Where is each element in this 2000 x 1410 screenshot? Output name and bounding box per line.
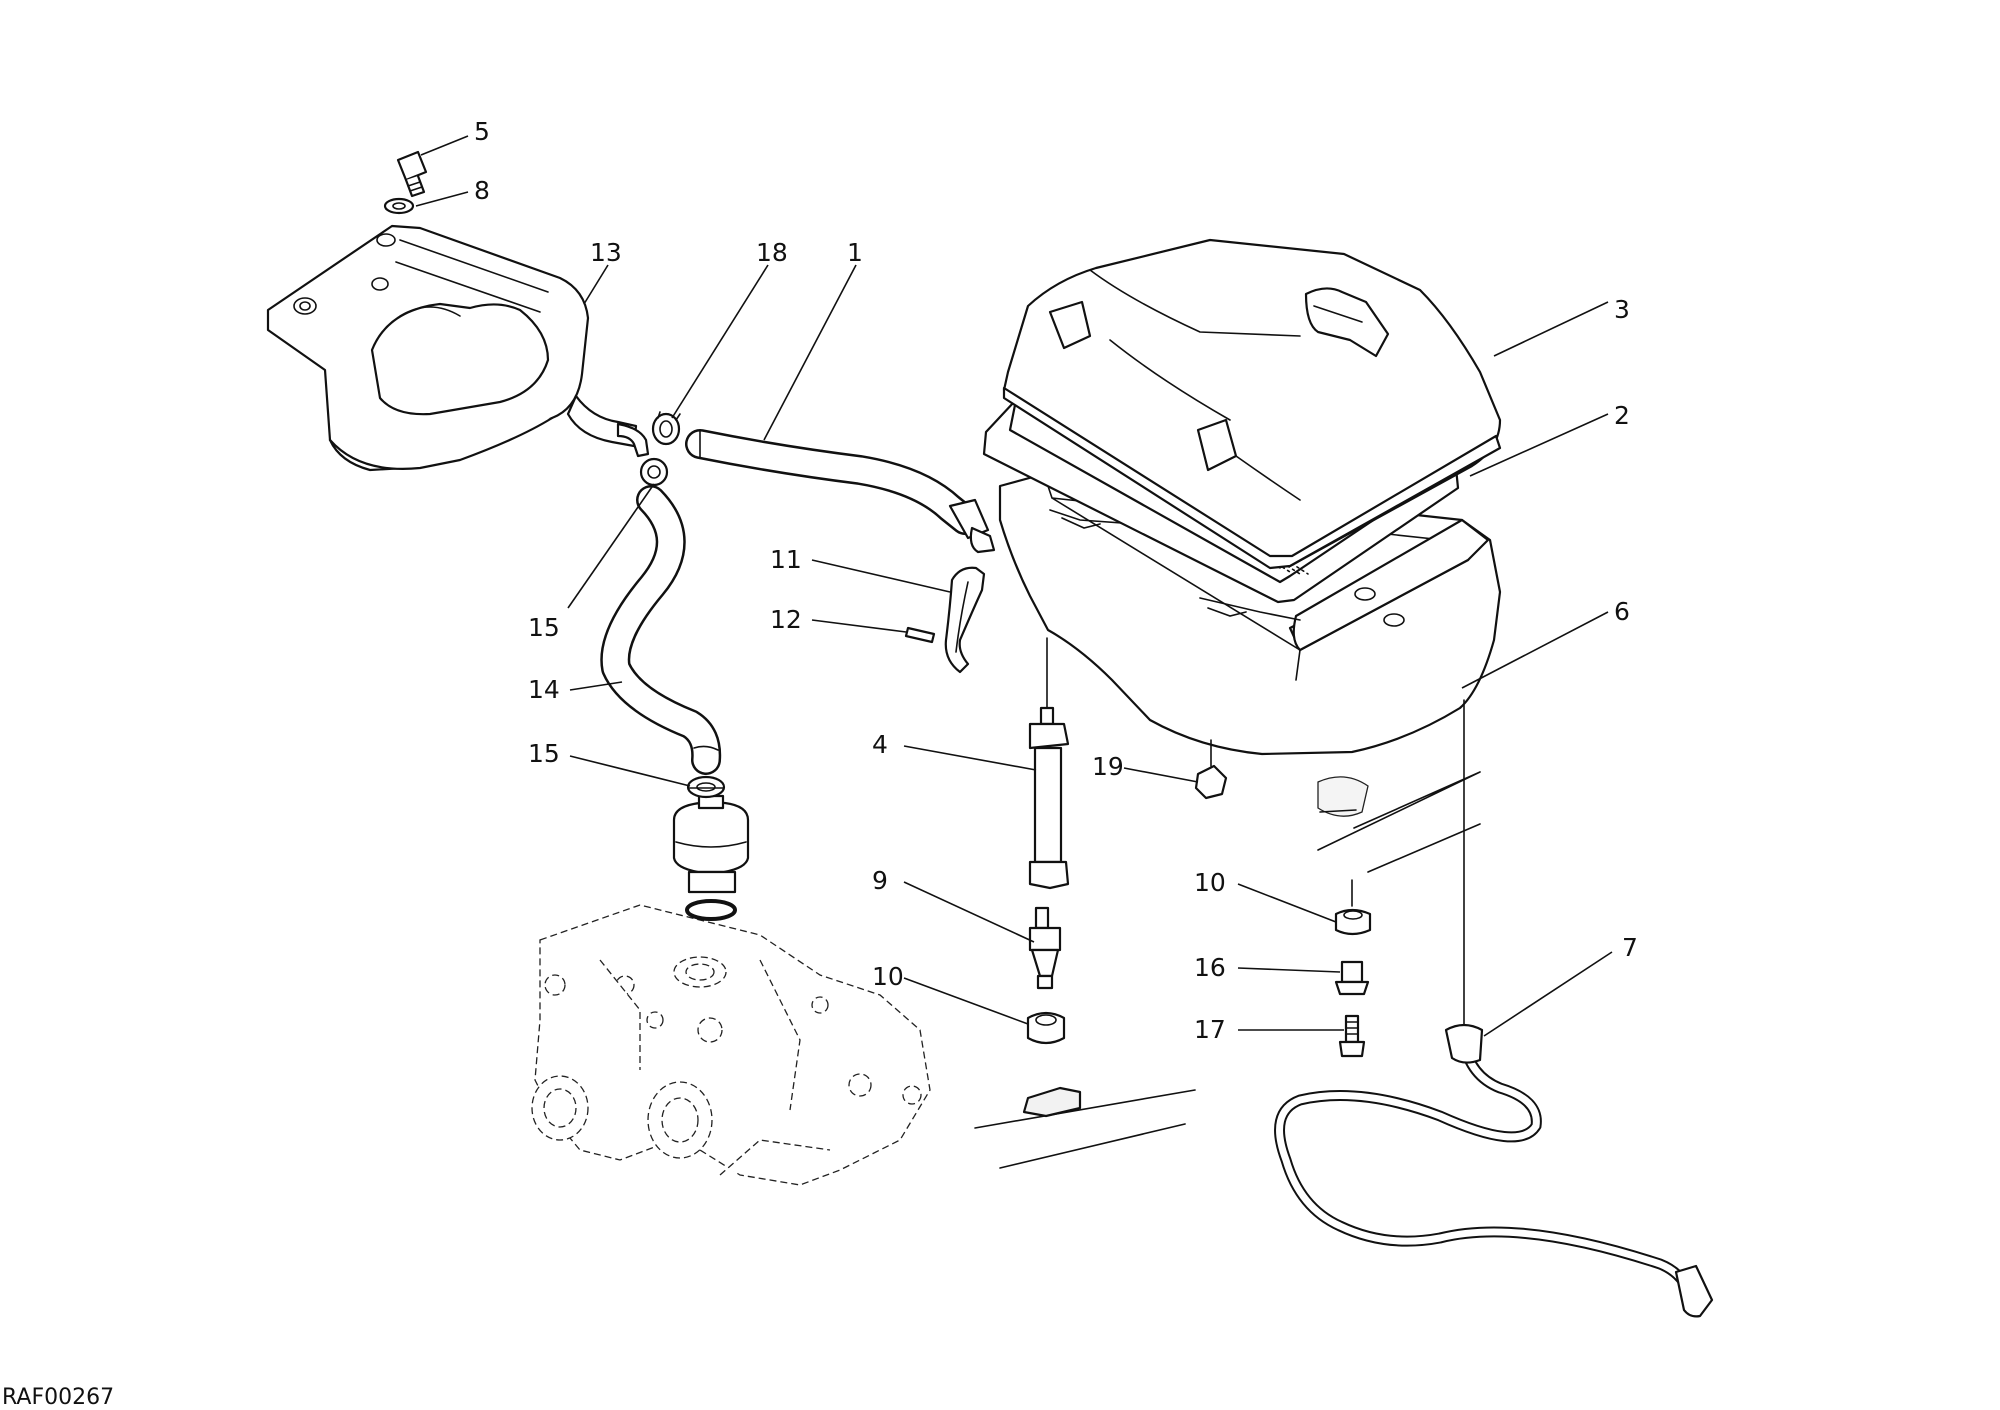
callout-5: 5 xyxy=(474,117,490,146)
callout-3: 3 xyxy=(1614,295,1630,324)
callout-9: 9 xyxy=(872,866,888,895)
oil-breather-tank xyxy=(266,224,638,472)
washer xyxy=(383,197,415,215)
screw xyxy=(1338,1014,1366,1058)
grommet-left xyxy=(1026,1011,1066,1045)
drain-tube xyxy=(1274,699,1714,1318)
frame-ghost-lines xyxy=(974,771,1481,1169)
callout-10-right: 10 xyxy=(1194,868,1226,897)
retaining-pin xyxy=(904,626,936,644)
callout-7: 7 xyxy=(1622,933,1638,962)
o-ring xyxy=(685,899,737,921)
callout-19: 19 xyxy=(1092,752,1124,781)
callout-10-left: 10 xyxy=(872,962,904,991)
airbox-breather-hose xyxy=(685,429,980,535)
breather-valve-body xyxy=(672,794,750,894)
hose-holder-bracket xyxy=(944,566,986,674)
bolt xyxy=(396,150,428,198)
callout-15-upper: 15 xyxy=(528,613,560,642)
callout-12: 12 xyxy=(770,605,802,634)
callout-13: 13 xyxy=(590,238,622,267)
callout-11: 11 xyxy=(770,545,802,574)
hose-spigot xyxy=(948,498,996,554)
callout-2: 2 xyxy=(1614,401,1630,430)
callout-8: 8 xyxy=(474,176,490,205)
long-stud xyxy=(1028,637,1070,890)
grommet-right xyxy=(1334,879,1372,936)
hose-clamp-upper xyxy=(651,411,681,446)
callout-16: 16 xyxy=(1194,953,1226,982)
callout-17: 17 xyxy=(1194,1015,1226,1044)
leader-lines xyxy=(415,135,1613,1037)
engine-crankcase-ghost xyxy=(531,904,931,1186)
spacer-bush xyxy=(1334,960,1370,996)
hose-clamp-lower xyxy=(686,775,726,799)
callout-1: 1 xyxy=(847,238,863,267)
hose-clamp-mid xyxy=(639,457,669,487)
stud xyxy=(1028,906,1062,990)
callout-labels: 5 8 13 18 1 3 2 11 12 15 6 14 15 4 19 9 … xyxy=(2,117,1638,1410)
callout-15-lower: 15 xyxy=(528,739,560,768)
airbox-cover xyxy=(1002,238,1502,570)
tank-outlet-elbow xyxy=(616,422,650,458)
callout-14: 14 xyxy=(528,675,560,704)
nut xyxy=(1194,739,1228,800)
drawing-code: RAF00267 xyxy=(2,1385,114,1410)
callout-4: 4 xyxy=(872,730,888,759)
callout-18: 18 xyxy=(756,238,788,267)
callout-6: 6 xyxy=(1614,597,1630,626)
breather-hose xyxy=(600,485,722,775)
